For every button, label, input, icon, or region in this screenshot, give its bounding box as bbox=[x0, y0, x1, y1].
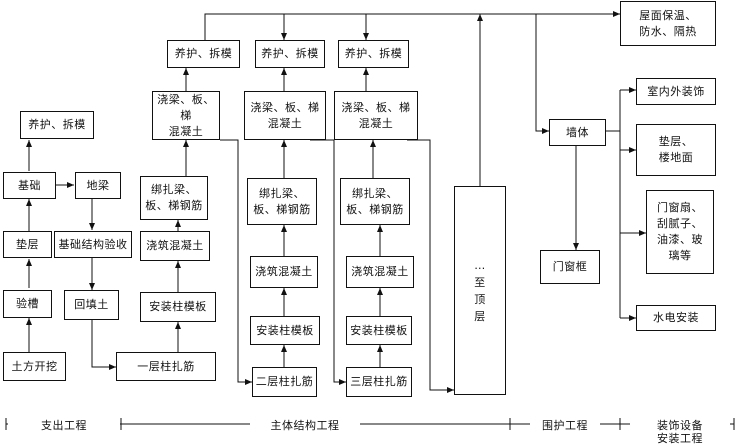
node-yancao: 验槽 bbox=[3, 290, 52, 318]
arrow-l3liangban-top bbox=[407, 139, 454, 393]
arrow-bus-wall bbox=[535, 14, 549, 134]
node-dianceng: 垫层 bbox=[3, 231, 52, 258]
arrow-l1liangban-l2zhujin bbox=[220, 139, 252, 385]
phase-label-2: 主体结构工程 bbox=[250, 419, 360, 432]
node-l3-liangban: 浇梁、板、梯 混凝土 bbox=[334, 91, 418, 140]
phase-label-1: 支出工程 bbox=[8, 419, 120, 432]
node-l2-zhuhnt: 浇筑混凝土 bbox=[250, 256, 318, 288]
node-roof: 屋面保温、 防水、隔热 bbox=[620, 1, 716, 46]
node-l1-bangzha: 绑扎梁、 板、梯钢筋 bbox=[140, 176, 208, 220]
node-wall: 墙体 bbox=[549, 119, 606, 146]
node-l3-zhuhnt: 浇筑混凝土 bbox=[346, 256, 414, 288]
node-l2-zhujin: 二层柱扎筋 bbox=[252, 367, 317, 397]
phase-label-4: 装饰设备 安装工程 bbox=[630, 419, 730, 445]
node-mep: 水电安装 bbox=[636, 305, 716, 331]
node-jichu: 基础 bbox=[3, 172, 56, 199]
node-l3-zhujin: 三层柱扎筋 bbox=[346, 367, 412, 397]
node-l1-moban: 安装柱模板 bbox=[140, 292, 216, 322]
arrow-huitian-l1zhujin bbox=[91, 320, 116, 370]
node-top-floor: …至顶层 bbox=[454, 186, 506, 395]
phase-label-3: 围护工程 bbox=[530, 419, 600, 432]
node-l2-bangzha: 绑扎梁、 板、梯钢筋 bbox=[247, 178, 317, 225]
node-l2-yanghu: 养护、拆模 bbox=[255, 40, 325, 68]
node-l3-bangzha: 绑扎梁、 板、梯钢筋 bbox=[340, 178, 410, 225]
node-l2-liangban: 浇梁、板、梯 混凝土 bbox=[244, 91, 326, 140]
node-floor-layer: 垫层、 楼地面 bbox=[636, 124, 716, 176]
node-l1-liangban: 浇梁、板、梯 混凝土 bbox=[152, 91, 220, 140]
node-interior: 室内外装饰 bbox=[636, 78, 716, 105]
node-windows: 门窗扇、 刮腻子、 油漆、玻 璃等 bbox=[646, 190, 714, 274]
node-huitiantu: 回填土 bbox=[64, 290, 119, 320]
arrow-bus-roof bbox=[204, 11, 620, 40]
arrow-l2liangban-l3zhujin bbox=[310, 139, 346, 385]
node-jc-yanshou: 基础结构验收 bbox=[54, 231, 132, 258]
node-window-frame: 门窗框 bbox=[540, 250, 600, 284]
node-l1-zhujin: 一层柱扎筋 bbox=[116, 352, 216, 381]
node-l1-yanghu: 养护、拆模 bbox=[167, 40, 240, 68]
node-l1-zhuhnt: 浇筑混凝土 bbox=[140, 231, 210, 261]
node-l3-yanghu: 养护、拆模 bbox=[338, 40, 409, 68]
node-top-floor-label: …至顶层 bbox=[474, 258, 486, 323]
node-tufang: 土方开挖 bbox=[3, 352, 66, 381]
node-yanghu-foundation: 养护、拆模 bbox=[20, 111, 94, 139]
node-diliang: 地梁 bbox=[75, 172, 121, 199]
node-l3-moban: 安装柱模板 bbox=[346, 316, 412, 345]
node-l2-moban: 安装柱模板 bbox=[250, 316, 320, 345]
